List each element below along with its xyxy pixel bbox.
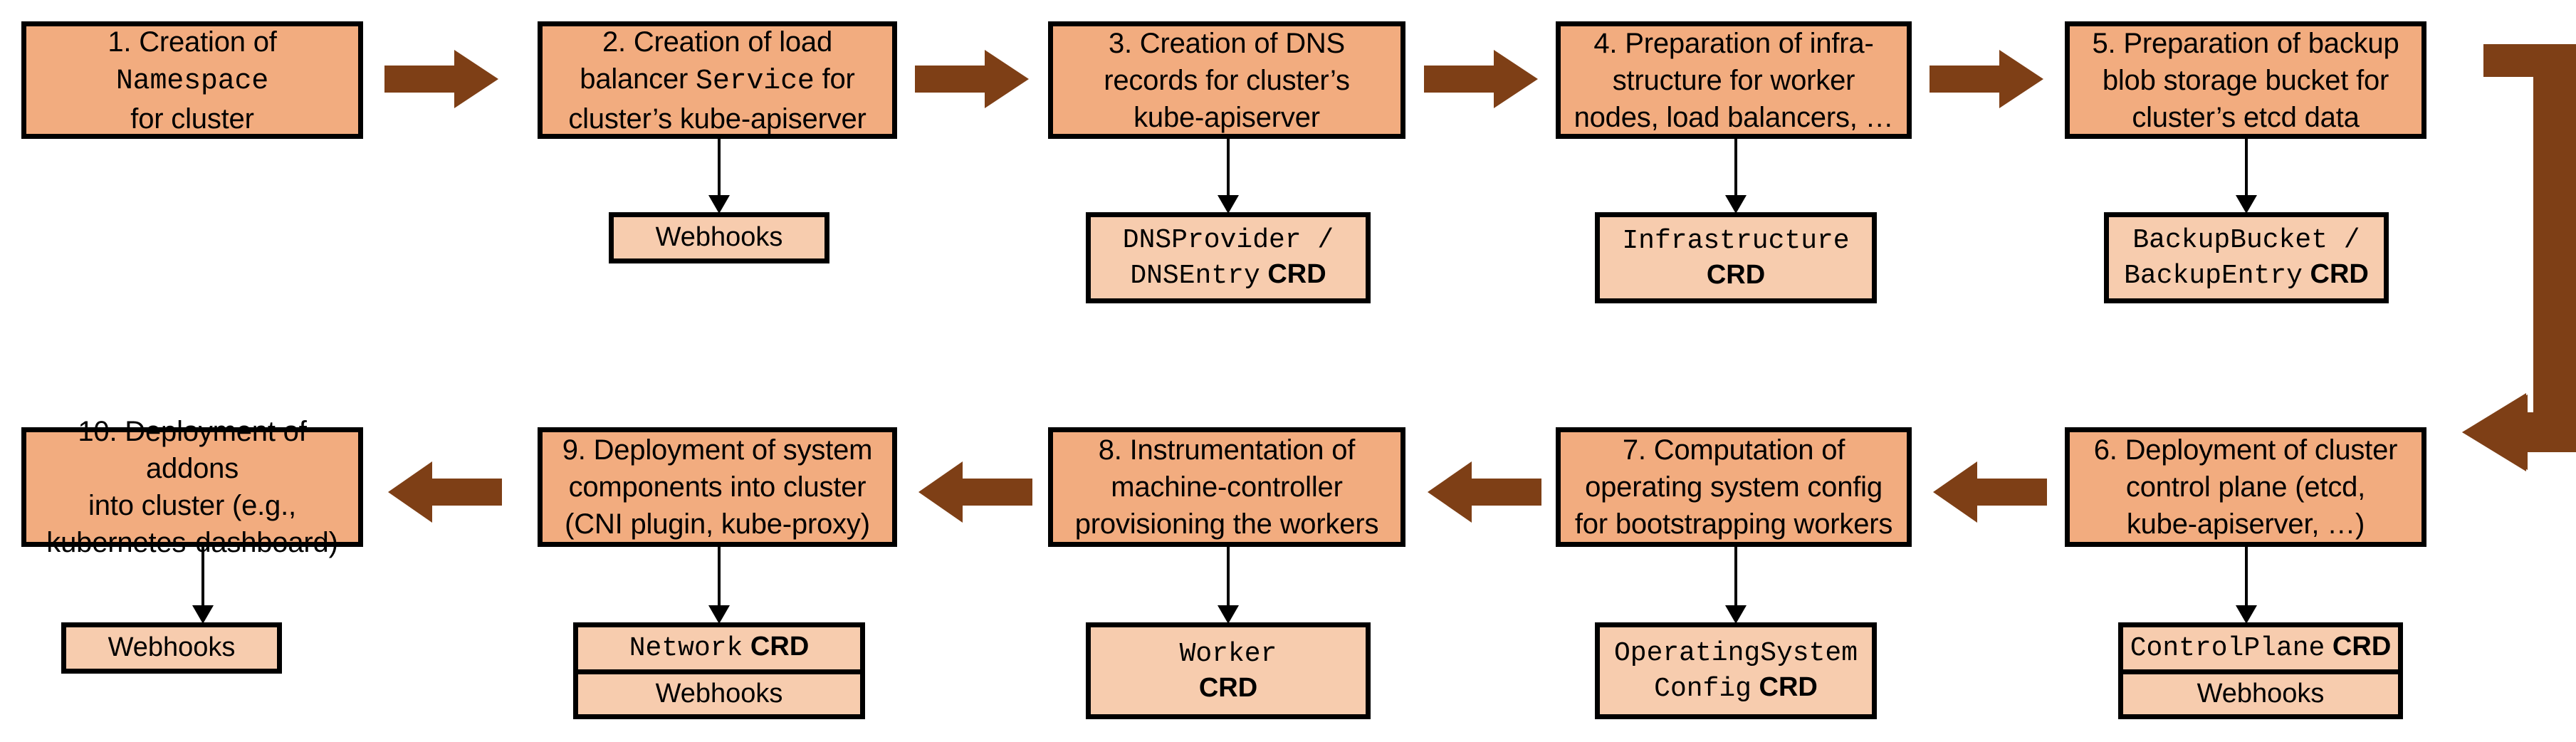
flow-arrow-2-to-3 — [915, 50, 1029, 108]
connector-step2-to-webhooks — [662, 139, 776, 214]
connector-step9-to-crd — [662, 547, 776, 624]
subbox-step-2-webhooks[interactable]: Webhooks — [609, 212, 829, 263]
flow-arrow-5-to-6 — [2434, 44, 2576, 493]
connector-step6-to-crd — [2189, 547, 2303, 624]
subbox-step-10-webhooks[interactable]: Webhooks — [61, 622, 282, 674]
subbox-row-label: Webhooks — [108, 632, 236, 663]
flow-arrow-8-to-9 — [918, 461, 1032, 523]
flow-arrow-1-to-2 — [384, 50, 498, 108]
step-box-4[interactable]: 4. Preparation of infra-structure for wo… — [1556, 21, 1912, 139]
connector-step10-to-webhooks — [146, 547, 260, 624]
subbox-step-3-dns-crd[interactable]: DNSProvider /DNSEntry CRD — [1086, 212, 1371, 303]
subbox-row: Webhooks — [2123, 669, 2398, 715]
flow-arrow-6-to-7 — [1933, 461, 2047, 523]
subbox-step-6-controlplane-crd[interactable]: ControlPlane CRD Webhooks — [2118, 622, 2403, 719]
flow-arrow-4-to-5 — [1930, 50, 2043, 108]
subbox-row: BackupBucket /BackupEntry CRD — [2109, 217, 2384, 298]
subbox-row: Webhooks — [614, 217, 824, 258]
subbox-row-label: Webhooks — [2197, 678, 2325, 709]
connector-step7-to-crd — [1679, 547, 1793, 624]
subbox-row: Webhooks — [66, 627, 277, 669]
subbox-row: Webhooks — [578, 669, 860, 715]
connector-step3-to-crd — [1171, 139, 1285, 214]
subbox-row-label: Webhooks — [655, 678, 783, 709]
connector-step8-to-crd — [1171, 547, 1285, 624]
subbox-row-label: ControlPlane CRD — [2130, 632, 2392, 664]
subbox-row-label: BackupBucket /BackupEntry CRD — [2124, 225, 2369, 291]
flow-arrow-3-to-4 — [1424, 50, 1538, 108]
subbox-row: ControlPlane CRD — [2123, 627, 2398, 669]
subbox-row-label: DNSProvider /DNSEntry CRD — [1122, 225, 1334, 291]
connector-step5-to-crd — [2189, 139, 2303, 214]
subbox-row: DNSProvider /DNSEntry CRD — [1091, 217, 1366, 298]
subbox-row: Network CRD — [578, 627, 860, 669]
step-4-label: 4. Preparation of infra-structure for wo… — [1574, 27, 1894, 133]
subbox-step-9-network-crd[interactable]: Network CRD Webhooks — [573, 622, 865, 719]
subbox-step-5-backup-crd[interactable]: BackupBucket /BackupEntry CRD — [2104, 212, 2389, 303]
connector-step4-to-crd — [1679, 139, 1793, 214]
subbox-row-label: Webhooks — [655, 222, 783, 253]
flow-arrow-9-to-10 — [388, 461, 502, 523]
flow-arrow-7-to-8 — [1428, 461, 1541, 523]
subbox-row-label: Network CRD — [629, 632, 810, 664]
